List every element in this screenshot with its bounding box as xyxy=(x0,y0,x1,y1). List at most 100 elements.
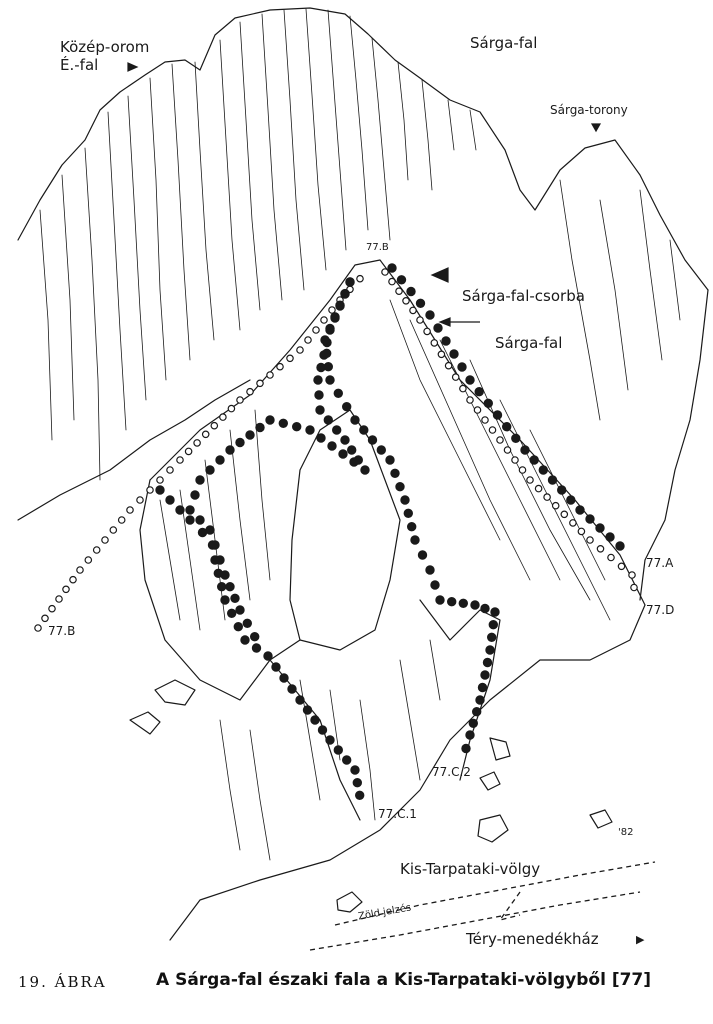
route-77d-dot xyxy=(511,456,519,464)
route-77d-dot xyxy=(534,484,543,493)
trail-zold-jelzes xyxy=(334,861,656,926)
route-77c2-dot xyxy=(320,335,330,345)
route-77c2-dot xyxy=(323,362,333,372)
route-77a-dot xyxy=(465,375,475,385)
label-sarga-fal-mid: Sárga-fal xyxy=(495,334,563,352)
route-77c1-dot xyxy=(245,430,255,440)
route-77c2-dot xyxy=(425,565,435,575)
route-77c2-dot xyxy=(385,455,395,465)
route-77c1-dot xyxy=(315,405,325,415)
route-77b-dot xyxy=(34,624,42,632)
route-77d-dot xyxy=(518,466,527,474)
open-dot-routes xyxy=(34,268,638,632)
center-flank xyxy=(269,639,361,821)
tery-arrow-icon: ▶ xyxy=(636,933,645,946)
route-77c1-dot xyxy=(302,705,313,715)
route-77b-dot xyxy=(256,379,264,388)
route-77a-dot xyxy=(441,336,451,346)
label-route-77b: 77.B xyxy=(48,624,76,638)
route-77c1-dot xyxy=(278,418,288,428)
label-route-77c1: 77.C.1 xyxy=(378,807,417,821)
route-77c2-dot xyxy=(472,707,482,717)
route-77a-dot xyxy=(449,349,459,359)
route-77c2-dot xyxy=(345,277,355,287)
route-77c-lower-dot xyxy=(175,505,185,515)
route-77b-dot xyxy=(92,546,101,554)
route-77c1-dot xyxy=(271,662,281,672)
boulder-7 xyxy=(129,711,161,735)
route-77c-lower-dot xyxy=(250,632,260,642)
buttress-outline xyxy=(149,259,646,941)
route-77b-dot xyxy=(48,604,56,613)
route-77a-dot xyxy=(474,387,484,397)
label-e-fal: É.-fal xyxy=(60,56,99,74)
route-77c1-dot xyxy=(292,422,302,432)
route-77c2-dot xyxy=(477,682,488,693)
route-77c1-dot xyxy=(333,745,343,755)
route-77d-dot xyxy=(488,426,497,434)
route-77c-lower-dot xyxy=(225,582,235,592)
route-77d-dot xyxy=(628,571,636,579)
route-77d-dot xyxy=(569,519,577,527)
route-77b-dot xyxy=(156,476,164,484)
route-77c1-dot xyxy=(332,425,342,435)
route-77c2-dot xyxy=(335,300,345,310)
route-77c2-dot xyxy=(488,620,498,630)
route-77c2-dot xyxy=(400,495,410,505)
trail-tery xyxy=(309,891,641,951)
route-77c1-dot xyxy=(220,595,230,605)
trail-connector xyxy=(498,891,521,922)
route-77c2-dot xyxy=(403,508,413,518)
figure-number: 19. ÁBRA xyxy=(18,973,107,991)
route-77b-dot xyxy=(146,486,154,494)
route-77c1-dot xyxy=(317,725,328,735)
route-77c1-dot xyxy=(190,490,200,500)
route-77c2-dot xyxy=(485,645,495,655)
route-77c2-dot xyxy=(480,603,490,614)
route-77a-dot xyxy=(585,514,595,524)
route-77b-dot xyxy=(356,274,364,283)
route-77c2-dot xyxy=(480,670,490,680)
route-77d-dot xyxy=(526,476,534,484)
route-77c1-dot xyxy=(325,735,335,745)
route-77c2-dot xyxy=(470,600,480,610)
route-77c-lower-dot xyxy=(215,555,225,565)
route-77c1-dot xyxy=(355,790,365,800)
route-77a-dot xyxy=(396,275,407,285)
boulder-5 xyxy=(479,771,501,791)
route-77c1-dot xyxy=(251,643,262,653)
route-77b-dot xyxy=(296,346,304,354)
route-77c1-dot xyxy=(195,475,205,485)
route-77b-dot xyxy=(55,595,63,603)
route-77c2-dot xyxy=(447,597,457,607)
route-77d-dot xyxy=(416,316,424,324)
figure-title: A Sárga-fal északi fala a Kis-Tarpataki-… xyxy=(156,970,652,990)
route-77d-dot xyxy=(617,562,626,571)
route-77c1-dot xyxy=(215,455,225,465)
sarga-fal-arrow-icon xyxy=(438,317,451,327)
route-77c-lower-dot xyxy=(185,515,195,525)
route-77b-dot xyxy=(136,496,144,504)
route-77d-dot xyxy=(630,583,638,592)
route-77c2-dot xyxy=(390,468,400,478)
route-77d-dot xyxy=(543,493,551,501)
route-77c1-dot xyxy=(313,375,323,385)
route-77c1-dot xyxy=(217,582,227,592)
route-77a-dot xyxy=(605,532,615,542)
route-77b-dot xyxy=(62,585,70,594)
route-77a-dot xyxy=(502,422,512,432)
route-77d-dot xyxy=(437,350,446,359)
route-77c1-dot xyxy=(265,415,275,425)
label-sarga-fal-top: Sárga-fal xyxy=(470,34,538,52)
route-77d-dot xyxy=(560,510,569,519)
route-77a-dot xyxy=(566,495,576,505)
route-77a-dot xyxy=(538,465,548,475)
route-77c1-dot xyxy=(347,445,357,455)
route-77c2-dot xyxy=(417,550,428,560)
route-77c-lower-dot xyxy=(197,527,208,538)
route-77d-dot xyxy=(596,544,605,553)
e-fal-arrow-icon xyxy=(127,62,139,72)
route-77c2-dot xyxy=(395,482,405,492)
route-77a-dot xyxy=(433,323,443,333)
route-77c1-dot xyxy=(316,433,326,443)
